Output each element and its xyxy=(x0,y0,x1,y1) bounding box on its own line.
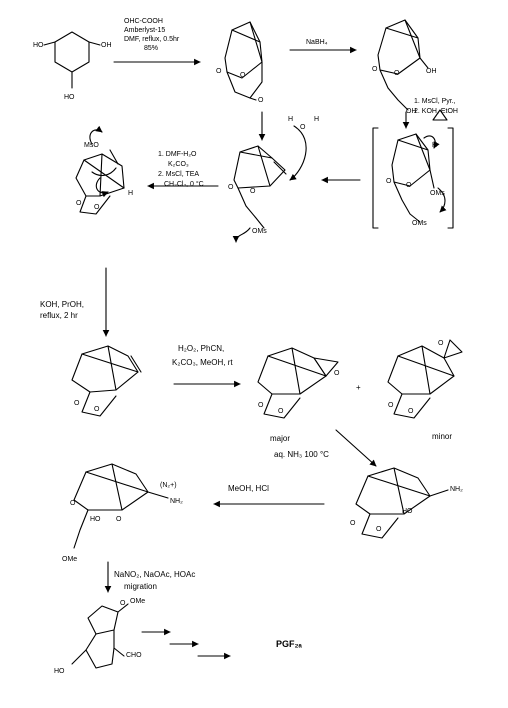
major-label: major xyxy=(270,434,291,443)
step4-line3: 2. MsCl, TEA xyxy=(158,171,200,178)
alkene-o1: O xyxy=(228,184,234,191)
minor-o2: O xyxy=(408,408,414,415)
step4-line2: K₂CO₃ xyxy=(168,161,189,168)
step8-reagent: MeOH, HCl xyxy=(228,484,269,493)
aldehyde-cho: CHO xyxy=(126,652,142,659)
alcohol-o1: O xyxy=(372,66,378,73)
step5-line1: KOH, PrOH, xyxy=(40,300,85,309)
diazonium-intermediate-structure xyxy=(73,463,169,549)
bracket-h: H xyxy=(432,142,438,149)
bicyclic-lactone-structure xyxy=(224,21,263,101)
diazo-n2-label: (N₂+) xyxy=(160,482,177,489)
step1-conditions: DMF, reflux, 0.5hr xyxy=(124,36,180,43)
diazo-nh2: NH₂ xyxy=(170,498,183,505)
major-o1: O xyxy=(258,402,264,409)
step3-line1: 1. MsCl, Pyr., xyxy=(414,98,456,105)
bracket-o2: O xyxy=(406,182,412,189)
diazo-ome: OMe xyxy=(62,556,78,563)
aldehyde-o: O xyxy=(120,600,126,607)
lactone-o1: O xyxy=(216,68,222,75)
alkene-oms: OMs xyxy=(252,228,267,235)
alcohol-o2: O xyxy=(394,70,400,77)
amino-o2: O xyxy=(376,526,382,533)
water-h1: H xyxy=(288,116,294,123)
major-o2: O xyxy=(278,408,284,415)
bracketed-intermediate-structure xyxy=(372,109,454,229)
step5-line2: reflux, 2 hr xyxy=(40,311,78,320)
aldehyde-ome: OMe xyxy=(130,598,146,605)
step1-reagent2: Amberlyst-15 xyxy=(124,27,166,34)
step4-line4: CH₂Cl₂, 0 °C xyxy=(164,181,204,188)
amino-nh2: NH₂ xyxy=(450,486,463,493)
minor-label: minor xyxy=(432,432,453,441)
plus-sign: + xyxy=(356,383,361,392)
triol-structure xyxy=(43,31,101,89)
aldehyde-ho: HO xyxy=(54,668,65,675)
alkene-o2: O xyxy=(250,188,256,195)
step9-line1: NaNO₂, NaOAc, HOAc xyxy=(114,570,196,579)
diazo-o: O xyxy=(70,500,76,507)
tricyclic-alkene-structure xyxy=(71,345,142,417)
minor-epoxide-o: O xyxy=(438,340,444,347)
step1-yield: 85% xyxy=(144,45,159,52)
step4-line1: 1. DMF-H₂O xyxy=(158,151,197,158)
water-o: O xyxy=(300,124,306,131)
triol-oh-right: OH xyxy=(101,42,112,49)
bracket-oms-ring: OMs xyxy=(430,190,445,197)
major-epoxide-o: O xyxy=(334,370,340,377)
minor-epoxide-structure xyxy=(387,339,463,419)
reaction-arrows xyxy=(102,46,410,660)
step6-line2: K₂CO₃, MeOH, rt xyxy=(172,358,233,367)
step1-reagent1: OHC-COOH xyxy=(124,18,163,25)
lactone-carbonyl-o: O xyxy=(258,97,264,104)
alkene-tri-o1: O xyxy=(74,400,80,407)
amino-o1: O xyxy=(350,520,356,527)
diazo-ho: HO xyxy=(90,516,101,523)
step9-line2: migration xyxy=(124,582,157,591)
triol-ho-left: HO xyxy=(33,42,44,49)
minor-o1: O xyxy=(388,402,394,409)
alcohol-oh-ring: OH xyxy=(426,68,437,75)
lactone-o2: O xyxy=(240,72,246,79)
water-h2: H xyxy=(314,116,320,123)
amino-alcohol-structure xyxy=(355,467,449,539)
tricyclic-o2: O xyxy=(94,204,100,211)
tricyclic-mesylate-structure xyxy=(75,125,125,215)
step2-reagent: NaBH₄ xyxy=(306,39,328,46)
bracket-oms-chain: OMs xyxy=(412,220,427,227)
bracket-o1: O xyxy=(386,178,392,185)
tricyclic-h: H xyxy=(128,190,134,197)
reduced-alcohol-structure xyxy=(377,19,429,111)
final-product-label: PGF₂ₐ xyxy=(276,639,302,649)
step7-reagent: aq. NH₃ 100 °C xyxy=(274,450,329,459)
alkene-tri-o2: O xyxy=(94,406,100,413)
diazo-o2: O xyxy=(116,516,122,523)
step3-line2: 2. KOH, EtOH xyxy=(414,108,458,115)
alkene-intermediate-structure xyxy=(232,125,307,243)
tricyclic-o1: O xyxy=(76,200,82,207)
major-epoxide-structure xyxy=(257,347,339,419)
bicyclic-aldehyde-structure xyxy=(71,603,129,669)
step6-line1: H₂O₂, PhCN, xyxy=(178,344,225,353)
alcohol-oh-chain: OH xyxy=(406,108,417,115)
tricyclic-mso: MsO xyxy=(84,142,99,149)
triol-ho-bottom: HO xyxy=(64,94,75,101)
amino-ho: HO xyxy=(402,508,413,515)
